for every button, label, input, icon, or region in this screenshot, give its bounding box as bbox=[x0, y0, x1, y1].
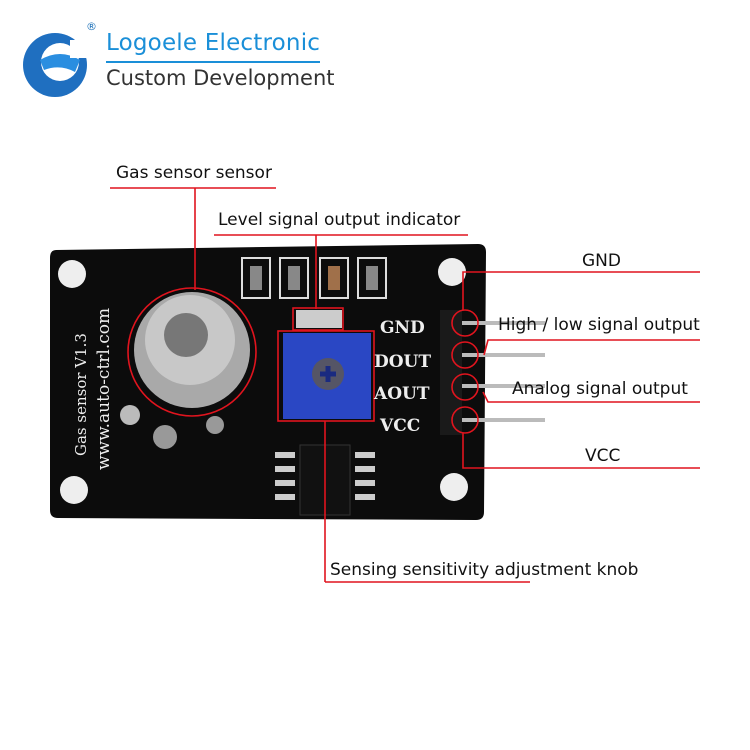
mount-hole bbox=[438, 258, 466, 286]
logo-icon bbox=[23, 33, 90, 97]
pin-label-dout: DOUT bbox=[374, 352, 432, 372]
label-dout: High / low signal output bbox=[498, 315, 700, 335]
label-knob: Sensing sensitivity adjustment knob bbox=[330, 560, 639, 580]
label-aout: Analog signal output bbox=[512, 379, 688, 399]
board-title: Gas sensor V1.3 bbox=[72, 333, 90, 456]
brand-name: Logoele Electronic bbox=[106, 30, 321, 56]
mount-hole bbox=[60, 476, 88, 504]
mount-hole bbox=[58, 260, 86, 288]
brand-tagline: Custom Development bbox=[106, 66, 335, 90]
mount-hole bbox=[440, 473, 468, 501]
label-gnd: GND bbox=[582, 251, 621, 271]
pin-label-aout: AOUT bbox=[374, 384, 430, 404]
pin-label-vcc: VCC bbox=[380, 416, 421, 436]
sensor-board bbox=[50, 244, 545, 520]
label-vcc: VCC bbox=[585, 446, 621, 466]
label-indicator: Level signal output indicator bbox=[218, 210, 461, 230]
registered-mark: ® bbox=[86, 20, 97, 33]
annotation-lines bbox=[110, 187, 700, 583]
pin-label-gnd: GND bbox=[380, 318, 425, 338]
label-gas-sensor: Gas sensor sensor bbox=[116, 163, 272, 183]
board-url: www.auto-ctrl.com bbox=[94, 307, 114, 470]
